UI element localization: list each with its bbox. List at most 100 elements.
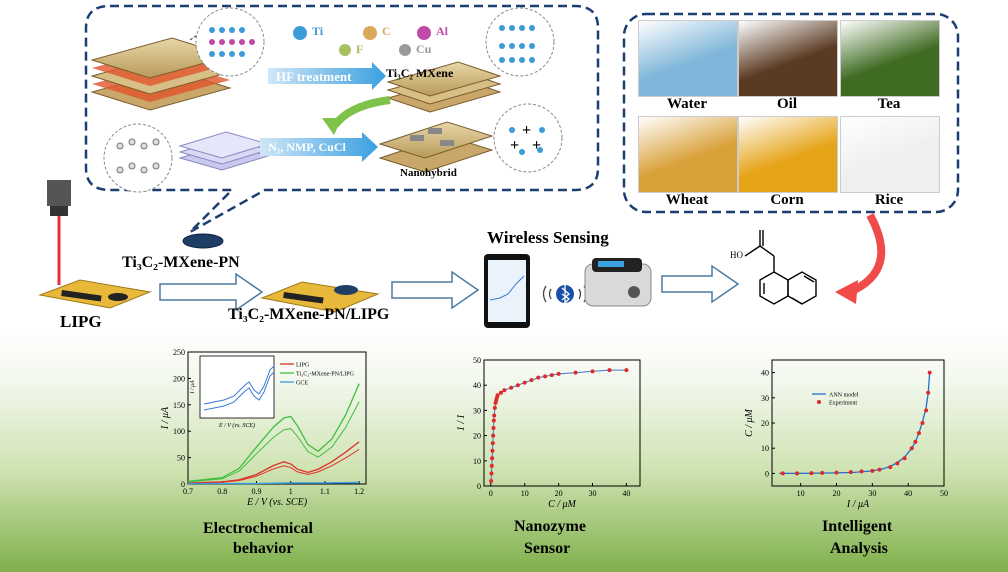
legend-c: C — [382, 24, 391, 38]
y-tick-label: 20 — [473, 432, 481, 441]
x-tick-label: 10 — [797, 489, 805, 498]
x-tick-label: 0.9 — [251, 487, 261, 496]
ann-model-line — [779, 372, 931, 475]
x-tick-label: 1 — [289, 487, 293, 496]
experiment-point — [926, 390, 931, 395]
inset-curve-return — [203, 371, 275, 411]
experiment-point — [848, 470, 853, 475]
x-tick-label: 20 — [555, 489, 563, 498]
legend-cu: Cu — [416, 42, 432, 56]
data-point — [549, 373, 554, 378]
series-return-line-2 — [188, 482, 360, 485]
y-tick-label: 150 — [173, 401, 185, 410]
plot-frame — [771, 359, 945, 487]
experiment-point — [820, 470, 825, 475]
data-point — [490, 456, 495, 461]
data-point — [490, 448, 495, 453]
y-tick-label: 50 — [473, 356, 481, 365]
food-label-water: Water — [667, 96, 707, 112]
nanozyme-title-2: Sensor — [524, 540, 571, 557]
y-tick-label: 30 — [761, 394, 769, 403]
series-line-1 — [187, 383, 360, 483]
y-tick-label: 0 — [765, 469, 769, 478]
data-point — [489, 463, 494, 468]
legend-label-0: LIPG — [296, 363, 310, 369]
data-point — [590, 369, 595, 374]
y-tick-label: 200 — [173, 374, 185, 383]
x-tick-label: 20 — [833, 489, 841, 498]
n2-label: N₂, NMP, CuCl — [268, 140, 346, 154]
wireless-sensing-label: Wireless Sensing — [487, 228, 609, 247]
mxene-pn-label: Ti₃C₂-MXene-PN — [122, 254, 240, 271]
legend-label-1: Ti₃C₂-MXene-PN/LIPG — [296, 372, 355, 378]
hf-arrow — [268, 62, 386, 90]
food-label-wheat: Wheat — [665, 192, 709, 208]
plot-frame — [187, 351, 367, 485]
bluetooth-icon — [542, 285, 588, 305]
experiment-point — [834, 470, 839, 475]
data-point — [624, 368, 629, 373]
food-label-rice: Rice — [874, 192, 904, 208]
data-point — [489, 478, 494, 483]
laser-head — [47, 180, 71, 285]
legend-label-ann: ANN model — [829, 393, 859, 399]
y-tick-label: 250 — [173, 348, 185, 357]
flow-arrow-3 — [661, 264, 740, 304]
experiment-point — [859, 469, 864, 474]
data-point — [607, 368, 612, 373]
experiment-point — [913, 439, 918, 444]
x-axis-label: C / μM — [548, 499, 576, 510]
experiment-point — [927, 370, 932, 375]
red-curve-arrow — [848, 213, 886, 296]
potentiostat-device — [584, 258, 652, 307]
x-tick-label: 0 — [489, 489, 493, 498]
y-tick-label: 20 — [761, 419, 769, 428]
hf-treatment-label: HF treatment — [276, 69, 352, 84]
lipg-electrode — [38, 279, 152, 309]
food-label-corn: Corn — [770, 192, 804, 208]
data-point — [522, 380, 527, 385]
x-tick-label: 40 — [904, 489, 912, 498]
x-tick-label: 0.7 — [183, 487, 193, 496]
food-label-oil: Oil — [776, 96, 797, 112]
x-axis-label: I / μA — [846, 499, 870, 510]
data-point — [492, 405, 497, 410]
nanohybrid-zoom — [493, 103, 563, 173]
modified-electrode — [260, 281, 380, 313]
x-tick-label: 1.2 — [354, 487, 364, 496]
molecule-ho-label: HO — [730, 250, 743, 260]
data-point — [490, 441, 495, 446]
data-point — [491, 433, 496, 438]
experiment-point — [877, 467, 882, 472]
experiment-point — [902, 456, 907, 461]
y-tick-label: 50 — [177, 454, 185, 463]
data-point — [495, 393, 500, 398]
series-return-line-1 — [187, 401, 360, 483]
experiment-point — [780, 471, 785, 476]
data-point — [529, 378, 534, 383]
experiment-point — [895, 461, 900, 466]
food-label-tea: Tea — [877, 96, 901, 112]
svg-text:+: + — [532, 137, 541, 154]
flow-arrow-2 — [391, 270, 480, 310]
pn-stack — [178, 131, 270, 171]
food-photo-corn — [738, 116, 838, 193]
x-tick-label: 50 — [940, 489, 948, 498]
smartphone — [484, 254, 530, 328]
experiment-point — [795, 471, 800, 476]
data-point — [509, 385, 514, 390]
legend-label-2: GCE — [296, 381, 308, 387]
inset-curve — [203, 365, 275, 405]
food-photo-water — [638, 20, 738, 97]
y-tick-label: 30 — [473, 406, 481, 415]
experiment-point — [920, 421, 925, 425]
experiment-point — [909, 446, 914, 451]
y-axis-label: C / μM — [744, 408, 755, 436]
y-tick-label: 10 — [473, 457, 481, 466]
electrode-disk — [182, 233, 224, 249]
